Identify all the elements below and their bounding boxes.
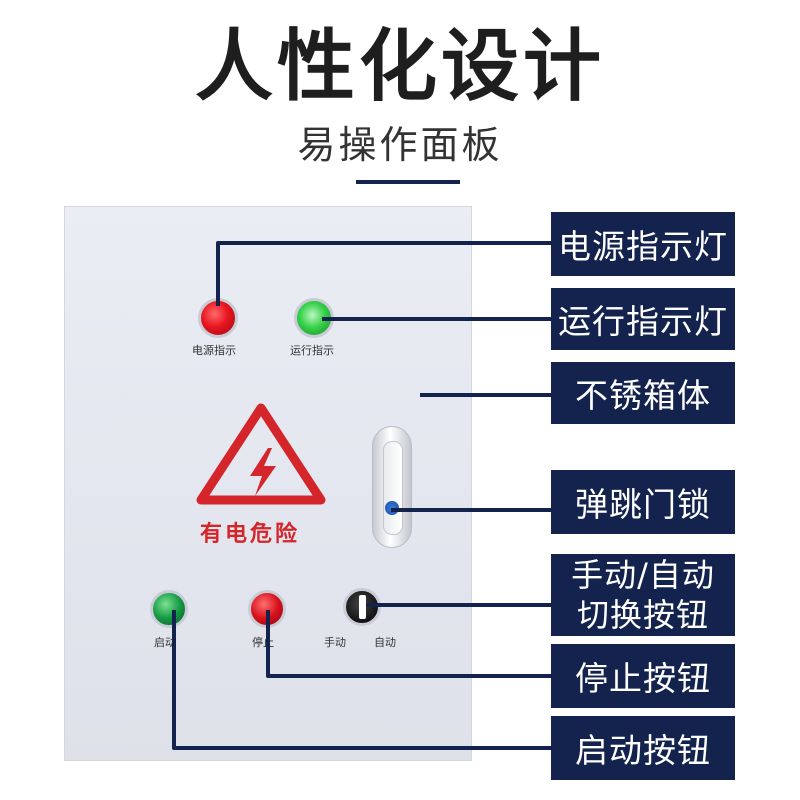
manual-label: 手动 [324, 636, 346, 649]
leader-line-stop [266, 610, 556, 678]
callout-power-indicator: 电源指示灯 [551, 212, 735, 276]
callout-manual-auto-switch: 手动/自动 切换按钮 [551, 554, 735, 636]
manual-auto-selector-switch[interactable] [343, 588, 381, 626]
leader-line-start [172, 610, 556, 750]
page-title: 人性化设计 [194, 22, 605, 112]
title-underline [356, 180, 460, 184]
run-indicator-label: 运行指示 [290, 344, 334, 357]
callout-stop-button: 停止按钮 [551, 644, 735, 708]
leader-line-power-indicator [216, 241, 556, 306]
warning-text: 有电危险 [200, 522, 301, 547]
page-subtitle: 易操作面板 [297, 123, 503, 167]
auto-label: 自动 [374, 636, 396, 649]
power-indicator-label: 电源指示 [192, 344, 236, 357]
callout-stainless-cabinet: 不锈箱体 [551, 362, 735, 424]
callout-label: 弹跳门锁 [575, 485, 711, 524]
callout-door-lock: 弹跳门锁 [551, 470, 735, 534]
start-button-label: 启动 [154, 636, 176, 649]
callout-label: 运行指示灯 [558, 302, 728, 341]
door-lock[interactable] [372, 426, 412, 548]
callout-run-indicator: 运行指示灯 [551, 288, 735, 350]
callout-label: 电源指示灯 [558, 227, 728, 266]
callout-label-line2: 切换按钮 [576, 596, 709, 634]
callout-label: 启动按钮 [575, 731, 711, 770]
selector-knob [359, 595, 366, 619]
start-button[interactable] [150, 590, 188, 628]
callout-label: 不锈箱体 [575, 376, 711, 415]
callout-label-line1: 手动/自动 [571, 556, 715, 594]
callout-start-button: 启动按钮 [551, 716, 735, 780]
callout-label: 停止按钮 [575, 659, 711, 698]
